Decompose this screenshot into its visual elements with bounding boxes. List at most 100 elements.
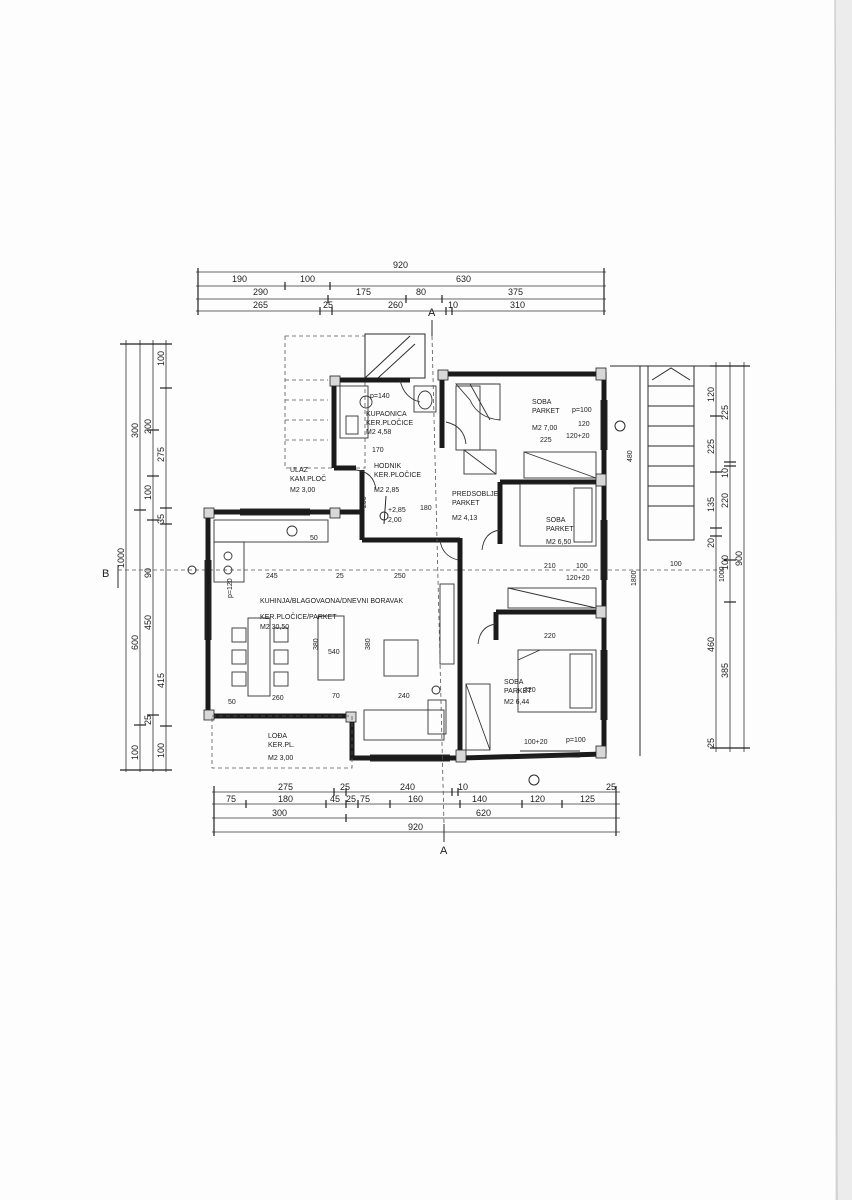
label-n100b: 100 bbox=[670, 561, 682, 568]
bottom-dimensions bbox=[212, 786, 620, 836]
bottom-dim-10: 10 bbox=[458, 782, 468, 792]
room-lodja: LOĐA KER.PL. M2 3,00 bbox=[268, 733, 295, 762]
room-soba-1: SOBA PARKET M2 7,00 bbox=[532, 399, 560, 432]
bottom-dim-140: 140 bbox=[472, 794, 487, 804]
left-dim-275: 275 bbox=[156, 447, 166, 462]
left-dim-90: 90 bbox=[143, 568, 153, 578]
room-kupaonica: KUPAONICA KER.PLOČICE M2 4,58 bbox=[366, 411, 413, 436]
top-dim-25: 25 bbox=[323, 300, 333, 310]
label-n480: 480 bbox=[627, 450, 634, 462]
room-floor: KAM.PLOČ bbox=[290, 474, 326, 483]
right-dim-120: 120 bbox=[706, 387, 716, 402]
bottom-dim-180: 180 bbox=[278, 794, 293, 804]
section-mark-b: B bbox=[102, 568, 109, 580]
bottom-dim-240: 240 bbox=[400, 782, 415, 792]
room-predsoblje: PREDSOBLJE PARKET M2 4,13 bbox=[452, 491, 499, 522]
room-floor: KER.PLOČICE bbox=[374, 470, 421, 479]
windows bbox=[204, 400, 608, 762]
room-name: ULAZ bbox=[290, 467, 309, 474]
room-kuhinja: KUHINJA/BLAGOVAONA/DNEVNI BORAVAK KER.PL… bbox=[260, 598, 403, 631]
room-area: M2 4,13 bbox=[452, 515, 477, 522]
label-n380b: 380 bbox=[365, 638, 372, 650]
room-name: LOĐA bbox=[268, 733, 287, 740]
bottom-dim-25c: 25 bbox=[346, 794, 356, 804]
label-n245: 245 bbox=[266, 573, 278, 580]
bottom-dim-25: 25 bbox=[340, 782, 350, 792]
left-dim-100c: 100 bbox=[156, 351, 166, 366]
room-name: HODNIK bbox=[374, 463, 402, 470]
room-area: M2 3,00 bbox=[290, 487, 315, 494]
top-dimensions bbox=[196, 268, 606, 315]
bathroom-fixtures bbox=[339, 385, 437, 439]
top-dim-190: 190 bbox=[232, 274, 247, 284]
right-dim-25: 25 bbox=[706, 738, 716, 748]
right-dim-460: 460 bbox=[706, 637, 716, 652]
label-n120: 120 bbox=[578, 421, 590, 428]
top-dim-265: 265 bbox=[253, 300, 268, 310]
top-dim-80: 80 bbox=[416, 287, 426, 297]
top-dim-630: 630 bbox=[456, 274, 471, 284]
bottom-dim-275: 275 bbox=[278, 782, 293, 792]
label-n380a: 380 bbox=[313, 638, 320, 650]
left-dim-1000: 1000 bbox=[116, 548, 126, 568]
label-n100a: 100 bbox=[576, 563, 588, 570]
label-n170: 170 bbox=[372, 447, 384, 454]
room-ulaz: ULAZ KAM.PLOČ M2 3,00 bbox=[290, 467, 326, 494]
room-floor: PARKET bbox=[452, 500, 480, 507]
label-n240: 240 bbox=[398, 693, 410, 700]
section-cut-a bbox=[431, 335, 445, 825]
top-dim-375: 375 bbox=[508, 287, 523, 297]
left-dim-415: 415 bbox=[156, 673, 166, 688]
left-dim-600: 600 bbox=[130, 635, 140, 650]
room-name: PREDSOBLJE bbox=[452, 491, 499, 498]
left-dim-100d: 100 bbox=[156, 743, 166, 758]
right-dimensions bbox=[710, 362, 750, 752]
bottom-dim-75: 75 bbox=[226, 794, 236, 804]
left-dim-35: 35 bbox=[156, 514, 166, 524]
label-p140: p=140 bbox=[370, 393, 390, 400]
left-dim-25: 25 bbox=[143, 715, 153, 725]
label-n70: 70 bbox=[332, 693, 340, 700]
label-n540: 540 bbox=[328, 649, 340, 656]
label-n180: 180 bbox=[420, 505, 432, 512]
label-n50a: 50 bbox=[228, 699, 236, 706]
doors bbox=[355, 379, 501, 645]
left-dimensions bbox=[120, 340, 172, 772]
right-dim-900: 900 bbox=[734, 551, 744, 566]
bottom-dim-125: 125 bbox=[580, 794, 595, 804]
left-dim-100: 100 bbox=[130, 745, 140, 760]
bottom-dim-25b: 25 bbox=[606, 782, 616, 792]
label-n25: 25 bbox=[336, 573, 344, 580]
room-floor: PARKET bbox=[532, 408, 560, 415]
label-n260: 260 bbox=[272, 695, 284, 702]
room-soba-3: SOBA PARKET M2 6,44 bbox=[504, 679, 532, 706]
top-dim-920: 920 bbox=[393, 260, 408, 270]
room-name: SOBA bbox=[504, 679, 524, 686]
top-dim-10: 10 bbox=[448, 300, 458, 310]
label-n225: 225 bbox=[540, 437, 552, 444]
dining-table bbox=[231, 617, 289, 697]
label-n1000: 1000 bbox=[719, 566, 726, 582]
top-dim-310: 310 bbox=[510, 300, 525, 310]
bottom-dim-620: 620 bbox=[476, 808, 491, 818]
label-n100-20: 100+20 bbox=[524, 739, 548, 746]
right-dim-225b: 225 bbox=[720, 405, 730, 420]
room-floor: PARKET bbox=[546, 526, 574, 533]
label-p120: p=120 bbox=[227, 578, 234, 598]
label-n50b: 50 bbox=[310, 535, 318, 542]
label-p100a: p=100 bbox=[572, 407, 592, 414]
label-n220: 220 bbox=[544, 633, 556, 640]
label-n250: 250 bbox=[394, 573, 406, 580]
label-n320: 320 bbox=[524, 687, 536, 694]
paper-edge bbox=[835, 0, 852, 1200]
room-name: KUHINJA/BLAGOVAONA/DNEVNI BORAVAK bbox=[260, 598, 403, 605]
section-bubble-b bbox=[187, 565, 197, 575]
room-area: M2 4,58 bbox=[366, 429, 391, 436]
exterior-stair bbox=[610, 365, 710, 541]
room-floor: KER.PLOČICE/PARKET bbox=[260, 612, 337, 621]
room-area: M2 3,00 bbox=[268, 755, 293, 762]
label-n120-20a: 120+20 bbox=[566, 433, 590, 440]
room-hodnik: HODNIK KER.PLOČICE M2 2,85 bbox=[374, 463, 421, 494]
label-n120-20b: 120+20 bbox=[566, 575, 590, 582]
